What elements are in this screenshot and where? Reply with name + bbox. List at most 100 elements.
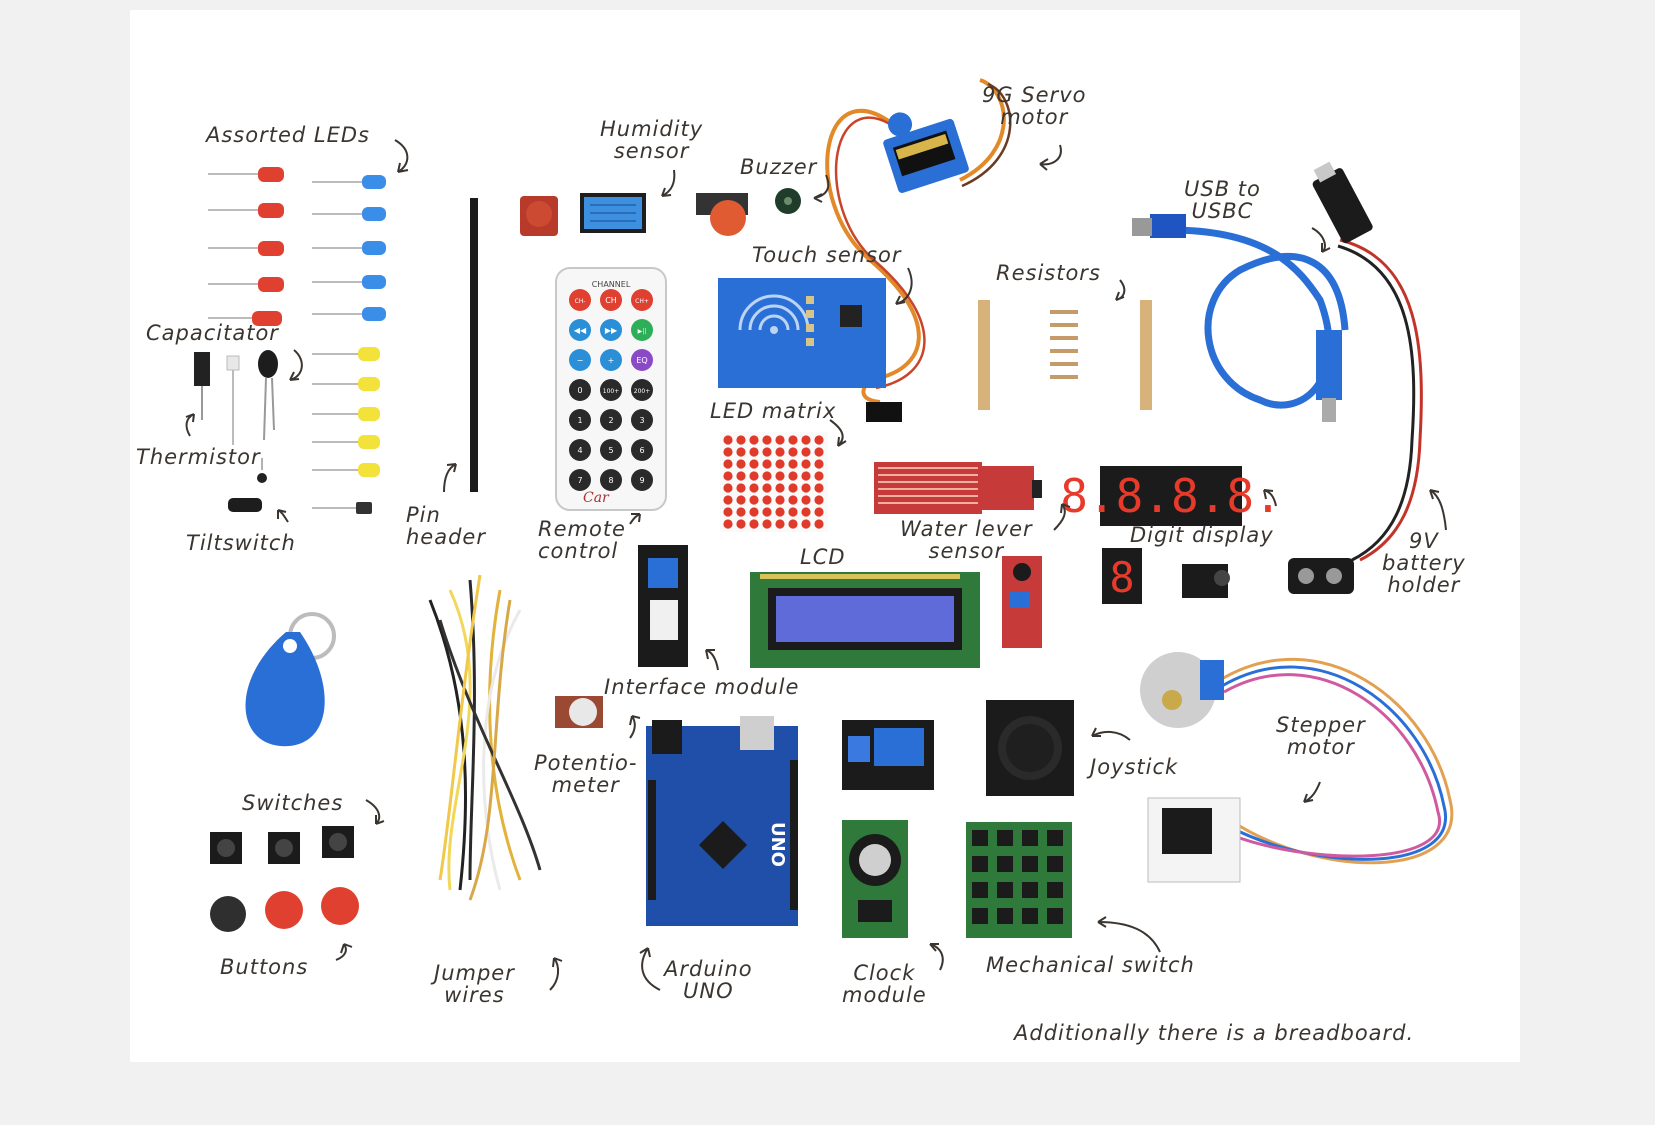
matrix-led-dot (736, 495, 746, 505)
matrix-led-dot (788, 519, 798, 529)
remote-key (631, 379, 653, 401)
keypad-key (997, 882, 1013, 898)
matrix-led-dot (775, 435, 785, 445)
label-interface-module: Interface module (604, 675, 800, 699)
matrix-led-dot (723, 447, 733, 457)
keypad-key (972, 908, 988, 924)
remote-key-label: + (608, 356, 615, 365)
matrix-led-dot (736, 507, 746, 517)
resistors (978, 300, 1152, 410)
remote-key-label: ◀◀ (574, 326, 587, 335)
humidity-sensor (580, 193, 646, 233)
remote-brand-text: Car (583, 490, 610, 506)
label-water-level-sensor: Water lever sensor (900, 517, 1033, 564)
remote-key (569, 289, 591, 311)
remote-key (600, 349, 622, 371)
matrix-led-dot (775, 519, 785, 529)
remote-key-label: 5 (608, 446, 613, 455)
usb-cable (1132, 214, 1349, 422)
servo-motor (825, 78, 1012, 422)
button-caps (210, 887, 359, 932)
matrix-led-dot (723, 519, 733, 529)
label-led-matrix: LED matrix (710, 399, 837, 423)
leds-yellow-column (312, 347, 380, 514)
matrix-led-dot (749, 435, 759, 445)
keypad-key (1047, 882, 1063, 898)
matrix-led-dot (775, 471, 785, 481)
remote-key-label: 7 (577, 476, 582, 485)
label-breadboard-note: Additionally there is a breadboard. (1014, 1021, 1415, 1045)
matrix-led-dot (723, 495, 733, 505)
battery-holder (1288, 161, 1423, 594)
matrix-led-dot (801, 471, 811, 481)
remote-key (631, 469, 653, 491)
remote-key-label: CH- (575, 298, 586, 305)
label-digit-display: Digit display (1130, 523, 1274, 547)
keypad-key (1022, 882, 1038, 898)
matrix-led-dot (801, 519, 811, 529)
matrix-led-dot (723, 483, 733, 493)
remote-key (631, 289, 653, 311)
remote-key (600, 379, 622, 401)
matrix-led-dot (749, 507, 759, 517)
keypad-key (1047, 908, 1063, 924)
potentiometer-module (555, 696, 603, 728)
remote-key (600, 469, 622, 491)
matrix-led-dot (762, 471, 772, 481)
remote-key-label: ▶▶ (605, 326, 618, 335)
label-stepper-motor: Stepper motor (1276, 713, 1366, 760)
matrix-led-dot (801, 459, 811, 469)
matrix-led-dot (775, 507, 785, 517)
matrix-led-dot (801, 507, 811, 517)
remote-key-label: 4 (577, 446, 582, 455)
matrix-led-dot (814, 507, 824, 517)
label-battery-holder: 9V battery holder (1382, 529, 1466, 598)
matrix-led-dot (762, 459, 772, 469)
matrix-led-dot (788, 459, 798, 469)
matrix-led-dot (762, 495, 772, 505)
matrix-led-dot (814, 471, 824, 481)
remote-key (600, 289, 622, 311)
matrix-led-dot (736, 435, 746, 445)
leds-blue-column (312, 175, 386, 321)
label-touch-sensor: Touch sensor (752, 243, 902, 267)
keypad-key (1047, 856, 1063, 872)
remote-key (631, 349, 653, 371)
remote-key (569, 409, 591, 431)
matrix-led-dot (788, 447, 798, 457)
remote-key (600, 319, 622, 341)
matrix-led-dot (762, 447, 772, 457)
lcd-module (750, 572, 980, 668)
remote-key (631, 409, 653, 431)
matrix-led-dot (723, 471, 733, 481)
remote-key-label: 2 (608, 416, 613, 425)
matrix-led-dot (736, 459, 746, 469)
label-arduino-uno: Arduino UNO (664, 957, 753, 1004)
clock-module (842, 820, 908, 938)
matrix-led-dot (749, 519, 759, 529)
label-jumper-wires: Jumper wires (434, 961, 515, 1008)
label-humidity-sensor: Humidity sensor (600, 117, 704, 164)
label-arrows (185, 139, 1447, 991)
remote-key-label: 8 (608, 476, 613, 485)
rfid-keyfob (245, 612, 336, 747)
label-resistors: Resistors (996, 261, 1101, 285)
matrix-led-dot (762, 507, 772, 517)
rfid-touch-sensor (718, 278, 886, 388)
keypad-key (1047, 830, 1063, 846)
label-lcd: LCD (800, 545, 846, 569)
single-digit-display: 8 (1102, 548, 1142, 604)
keypad-key (997, 856, 1013, 872)
remote-key-label: EQ (636, 356, 647, 365)
remote-key-label: 1 (577, 416, 582, 425)
water-level-sensor (874, 462, 1042, 514)
matrix-led-dot (801, 495, 811, 505)
matrix-led-dot (788, 435, 798, 445)
matrix-led-dot (762, 435, 772, 445)
remote-key-label: 0 (577, 386, 582, 395)
matrix-led-dot (801, 447, 811, 457)
matrix-led-dot (814, 483, 824, 493)
label-remote-control: Remote control (538, 517, 626, 564)
remote-key-label: 100+ (603, 388, 619, 395)
